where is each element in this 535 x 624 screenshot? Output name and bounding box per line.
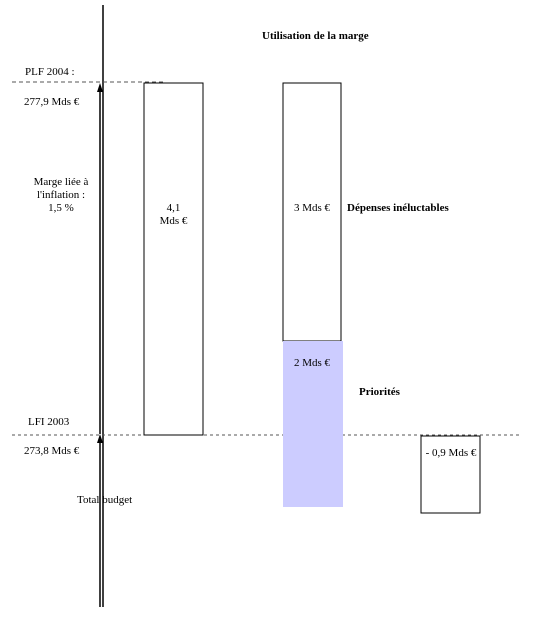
marge-note-line-2: l'inflation : <box>36 189 86 201</box>
economies-value: - 0,9 Mds € <box>425 447 477 459</box>
total-budget-label: Total budget <box>77 494 133 506</box>
depenses-value: 3 Mds € <box>293 202 331 214</box>
priorites-box <box>283 341 343 507</box>
marge-note-line-3: 1,5 % <box>48 202 74 214</box>
lfi-value: 273,8 Mds € <box>24 445 80 457</box>
marge-note: Marge liée à l'inflation : 1,5 % <box>28 176 94 215</box>
lfi-label: LFI 2003 <box>28 416 70 428</box>
marge-arrow-head <box>97 83 103 92</box>
marge-total-value: 4,1 Mds € <box>144 202 203 228</box>
depenses-label: Dépenses inéluctables <box>347 202 449 214</box>
economies-box <box>420 435 481 514</box>
plf-value: 277,9 Mds € <box>24 96 80 108</box>
chart-title: Utilisation de la marge <box>262 30 369 42</box>
marge-total-value-line-2: Mds € <box>159 215 188 227</box>
priorites-label: Priorités <box>359 386 400 398</box>
plf-label: PLF 2004 : <box>25 66 75 78</box>
total-budget-arrow-head <box>97 434 103 443</box>
priorites-value: 2 Mds € <box>293 357 331 369</box>
depenses-box <box>282 82 342 342</box>
marge-total-box <box>143 82 204 436</box>
marge-total-value-line-1: 4,1 <box>166 202 181 214</box>
marge-note-line-1: Marge liée à <box>33 176 89 188</box>
